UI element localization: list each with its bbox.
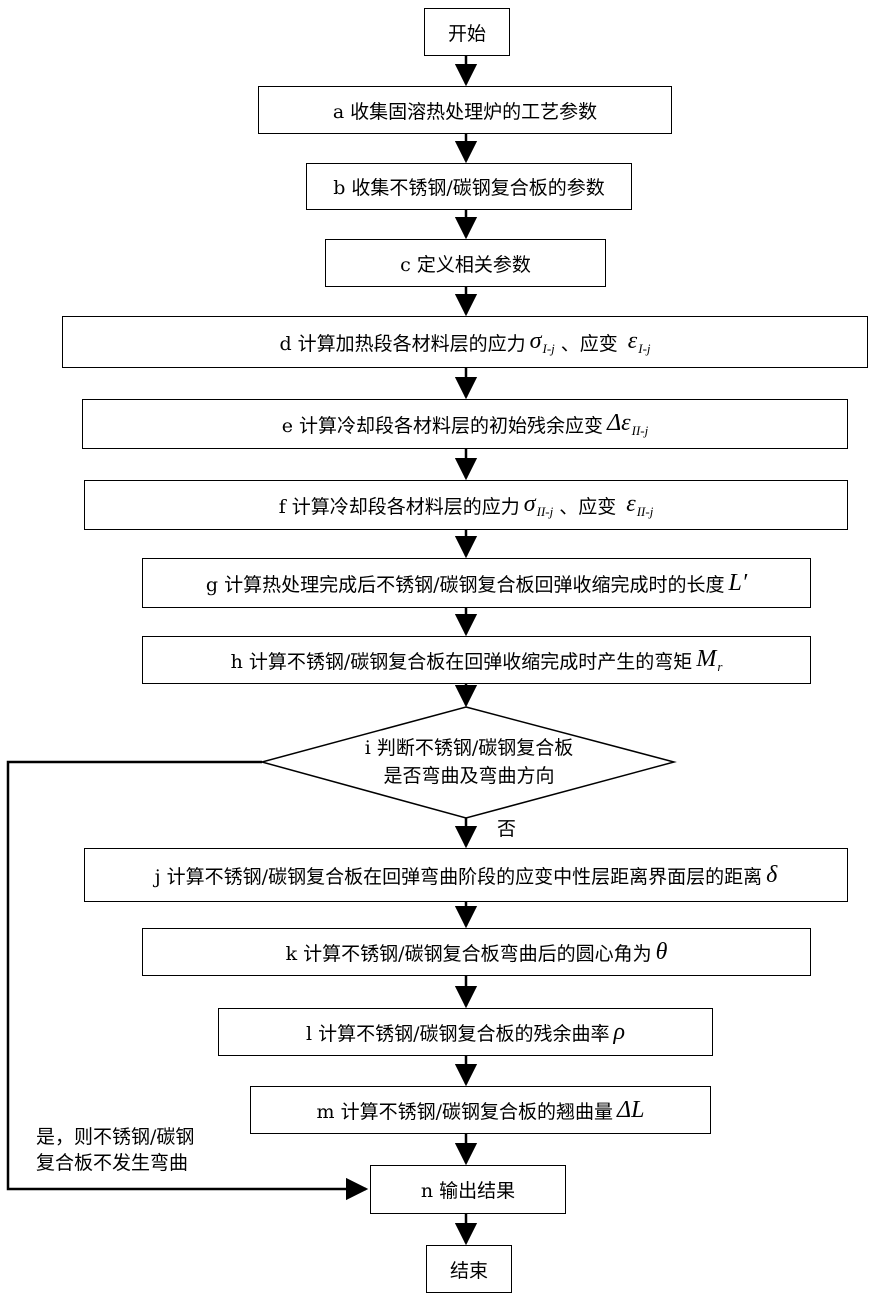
start-label: 开始 bbox=[448, 19, 486, 46]
step-l: l 计算不锈钢/碳钢复合板的残余曲率 ρ bbox=[218, 1008, 713, 1056]
yes-label-line-2: 复合板不发生弯曲 bbox=[36, 1150, 194, 1176]
no-label: 否 bbox=[497, 816, 516, 842]
step-f-label: f 计算冷却段各材料层的应力 bbox=[279, 492, 520, 519]
yes-label-line-1: 是，则不锈钢/碳钢 bbox=[36, 1124, 194, 1150]
strain-symbol-cooling: εII-j bbox=[626, 491, 653, 520]
step-f: f 计算冷却段各材料层的应力 σII-j 、应变 εII-j bbox=[84, 480, 848, 530]
step-b-label: b 收集不锈钢/碳钢复合板的参数 bbox=[333, 173, 605, 200]
end-node: 结束 bbox=[426, 1245, 512, 1293]
step-e: e 计算冷却段各材料层的初始残余应变 ΔεII-j bbox=[82, 399, 848, 449]
strain-symbol: εI-j bbox=[628, 328, 651, 357]
warp-symbol: ΔL bbox=[617, 1097, 644, 1124]
stress-symbol: σI-j bbox=[530, 328, 555, 357]
theta-symbol: θ bbox=[656, 939, 668, 966]
delta-symbol: δ bbox=[766, 862, 777, 889]
step-d-label: d 计算加热段各材料层的应力 bbox=[279, 329, 525, 356]
step-l-label: l 计算不锈钢/碳钢复合板的残余曲率 bbox=[306, 1019, 610, 1046]
step-j-label: j 计算不锈钢/碳钢复合板在回弹弯曲阶段的应变中性层距离界面层的距离 bbox=[155, 862, 762, 889]
residual-strain-symbol: ΔεII-j bbox=[607, 410, 648, 439]
step-d-mid: 、应变 bbox=[561, 329, 618, 356]
length-symbol: L′ bbox=[729, 570, 748, 597]
step-j: j 计算不锈钢/碳钢复合板在回弹弯曲阶段的应变中性层距离界面层的距离 δ bbox=[84, 848, 848, 902]
step-k-label: k 计算不锈钢/碳钢复合板弯曲后的圆心角为 bbox=[286, 939, 652, 966]
end-label: 结束 bbox=[450, 1256, 488, 1283]
decision-line-1: i 判断不锈钢/碳钢复合板 bbox=[262, 734, 676, 762]
step-a: a 收集固溶热处理炉的工艺参数 bbox=[258, 86, 672, 134]
step-n-label: n 输出结果 bbox=[421, 1176, 515, 1203]
step-h: h 计算不锈钢/碳钢复合板在回弹收缩完成时产生的弯矩 Mr bbox=[142, 636, 811, 684]
moment-symbol: Mr bbox=[696, 646, 722, 675]
step-k: k 计算不锈钢/碳钢复合板弯曲后的圆心角为 θ bbox=[142, 928, 811, 976]
yes-label: 是，则不锈钢/碳钢 复合板不发生弯曲 bbox=[36, 1124, 194, 1176]
decision-line-2: 是否弯曲及弯曲方向 bbox=[262, 762, 676, 790]
step-g-label: g 计算热处理完成后不锈钢/碳钢复合板回弹收缩完成时的长度 bbox=[206, 570, 725, 597]
step-n: n 输出结果 bbox=[370, 1165, 566, 1214]
stress-symbol-cooling: σII-j bbox=[524, 491, 553, 520]
step-m: m 计算不锈钢/碳钢复合板的翘曲量 ΔL bbox=[250, 1086, 711, 1134]
step-b: b 收集不锈钢/碳钢复合板的参数 bbox=[306, 163, 632, 210]
step-h-label: h 计算不锈钢/碳钢复合板在回弹收缩完成时产生的弯矩 bbox=[231, 647, 693, 674]
step-c: c 定义相关参数 bbox=[325, 239, 606, 287]
step-c-label: c 定义相关参数 bbox=[400, 250, 531, 277]
step-g: g 计算热处理完成后不锈钢/碳钢复合板回弹收缩完成时的长度 L′ bbox=[142, 558, 811, 608]
step-e-label: e 计算冷却段各材料层的初始残余应变 bbox=[282, 411, 603, 438]
start-node: 开始 bbox=[424, 8, 510, 56]
decision-text: i 判断不锈钢/碳钢复合板 是否弯曲及弯曲方向 bbox=[262, 734, 676, 790]
rho-symbol: ρ bbox=[614, 1019, 626, 1046]
step-m-label: m 计算不锈钢/碳钢复合板的翘曲量 bbox=[317, 1097, 613, 1124]
step-a-label: a 收集固溶热处理炉的工艺参数 bbox=[333, 97, 597, 124]
step-f-mid: 、应变 bbox=[559, 492, 616, 519]
step-d: d 计算加热段各材料层的应力 σI-j 、应变 εI-j bbox=[62, 316, 868, 368]
